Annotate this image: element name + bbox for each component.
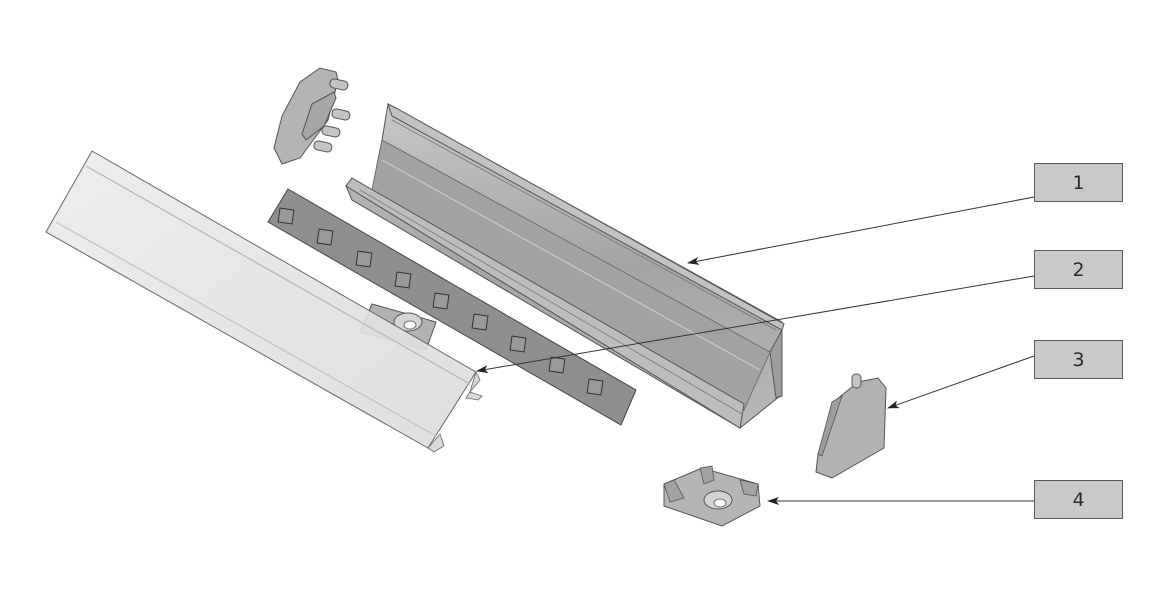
callout-label-2: 2: [1034, 250, 1123, 289]
led-strip: [267, 188, 637, 426]
callout-number: 2: [1072, 258, 1085, 281]
callout-number: 1: [1072, 171, 1085, 194]
callout-label-4: 4: [1034, 480, 1123, 519]
diffuser-cover: [45, 150, 483, 453]
end-cap-with-pins: [273, 67, 351, 165]
leader-line-1: [687, 196, 1035, 265]
leader-line-3: [887, 355, 1035, 409]
callout-label-3: 3: [1034, 340, 1123, 379]
mounting-clip: [663, 465, 761, 527]
callout-number: 3: [1072, 348, 1085, 371]
aluminium-profile: [345, 103, 785, 429]
end-cap: [815, 373, 887, 479]
leader-line-2: [476, 275, 1035, 374]
callout-label-1: 1: [1034, 163, 1123, 202]
callout-number: 4: [1072, 488, 1085, 511]
leader-lines: [476, 196, 1035, 505]
